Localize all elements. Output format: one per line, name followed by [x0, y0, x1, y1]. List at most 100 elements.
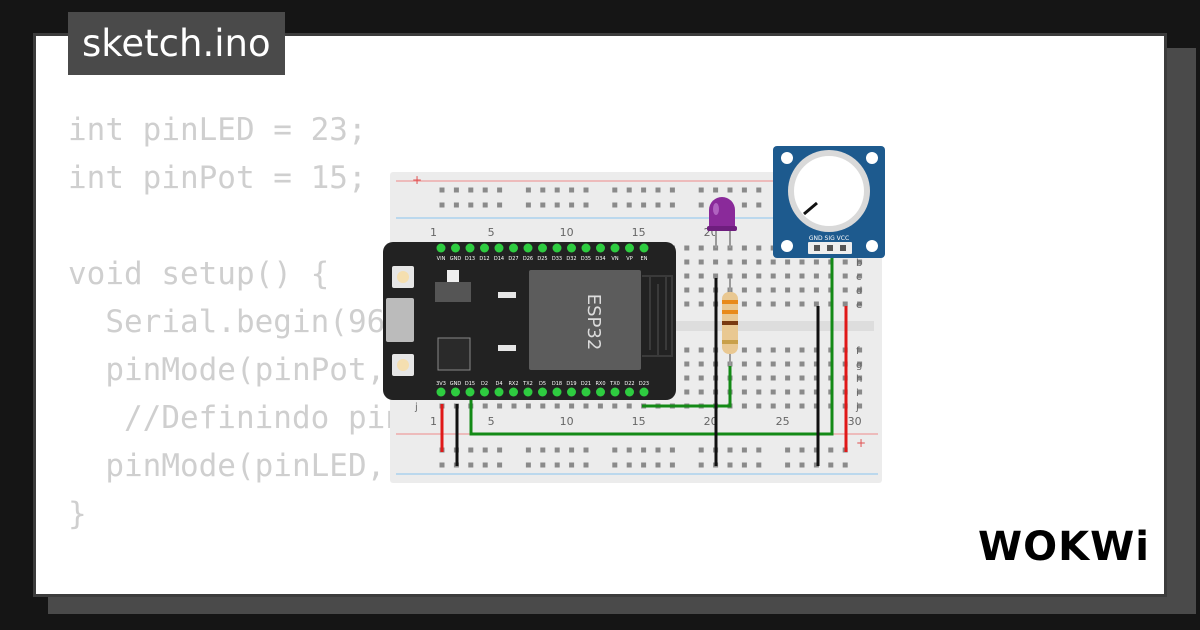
column-number: 10	[560, 226, 574, 239]
breadboard-hole	[770, 389, 776, 395]
breadboard-hole	[785, 389, 791, 395]
column-number: 5	[488, 415, 495, 428]
esp32-pin	[567, 243, 576, 253]
breadboard-hole	[741, 287, 747, 293]
breadboard-hole	[770, 347, 776, 353]
led[interactable]	[707, 197, 737, 248]
breadboard-hole	[511, 403, 517, 409]
breadboard-hole	[612, 447, 618, 453]
esp32-pin	[465, 243, 475, 253]
breadboard-hole	[770, 287, 776, 293]
wire-green-signal	[469, 250, 834, 436]
breadboard-hole	[641, 447, 647, 453]
breadboard-hole	[770, 361, 776, 367]
breadboard-hole	[713, 259, 719, 265]
breadboard-hole	[525, 187, 531, 193]
breadboard-hole	[756, 447, 762, 453]
breadboard-hole	[482, 187, 488, 193]
breadboard-hole	[785, 259, 791, 265]
breadboard-hole	[813, 375, 819, 381]
breadboard-hole	[482, 462, 488, 468]
breadboard-hole	[813, 347, 819, 353]
breadboard-hole	[698, 462, 704, 468]
breadboard-hole	[857, 301, 863, 307]
esp32-pin-label: D2	[481, 381, 488, 387]
rail-plus-icon: +	[856, 436, 866, 450]
breadboard-hole	[799, 301, 805, 307]
breadboard-hole	[439, 187, 445, 193]
breadboard-hole	[525, 403, 531, 409]
breadboard-hole	[684, 287, 690, 293]
usb-chip	[437, 337, 471, 371]
breadboard-hole	[785, 347, 791, 353]
breadboard-hole	[684, 273, 690, 279]
esp32-pin	[465, 387, 475, 397]
breadboard-hole	[799, 389, 805, 395]
breadboard-hole	[785, 301, 791, 307]
breadboard-hole	[641, 202, 647, 208]
esp32-pin	[480, 387, 489, 397]
file-tab[interactable]: sketch.ino	[68, 12, 285, 75]
breadboard-hole	[468, 462, 474, 468]
esp32-pin-label: RX2	[508, 381, 518, 387]
breadboard-hole	[770, 403, 776, 409]
esp32-pin-label: D14	[494, 256, 504, 262]
breadboard-hole	[727, 259, 733, 265]
breadboard-hole	[439, 462, 445, 468]
breadboard-hole	[540, 187, 546, 193]
esp32-pin	[494, 243, 504, 253]
breadboard-hole	[785, 287, 791, 293]
breadboard-hole	[857, 273, 863, 279]
breadboard-hole	[756, 375, 762, 381]
esp32-pin-label: D33	[552, 256, 562, 262]
resistor-band	[722, 310, 738, 314]
breadboard-hole	[626, 187, 632, 193]
row-letter: b	[856, 258, 862, 269]
usb-port[interactable]	[386, 298, 414, 342]
reset-button-cap	[397, 359, 409, 371]
breadboard-hole	[698, 389, 704, 395]
row-letter: i	[856, 388, 859, 399]
breadboard-hole	[698, 301, 704, 307]
breadboard-hole	[468, 447, 474, 453]
antenna-icon	[642, 275, 673, 357]
esp32-pin	[523, 387, 533, 397]
breadboard-hole	[453, 187, 459, 193]
breadboard-hole	[482, 403, 488, 409]
breadboard-hole	[713, 273, 719, 279]
breadboard-hole	[799, 259, 805, 265]
breadboard-hole	[684, 347, 690, 353]
breadboard-hole	[799, 447, 805, 453]
breadboard-hole	[770, 375, 776, 381]
breadboard-hole	[756, 389, 762, 395]
breadboard-hole	[698, 287, 704, 293]
breadboard-hole	[741, 245, 747, 251]
breadboard-hole	[554, 202, 560, 208]
knob-indicator	[803, 201, 818, 216]
breadboard-hole	[713, 187, 719, 193]
esp32-pin	[509, 387, 518, 397]
breadboard-hole	[842, 287, 848, 293]
breadboard-hole	[741, 361, 747, 367]
breadboard-hole	[554, 462, 560, 468]
breadboard-hole	[583, 202, 589, 208]
wires	[440, 250, 848, 466]
mount-hole-icon	[781, 240, 793, 252]
breadboard-hole	[497, 403, 503, 409]
resistor-band	[722, 340, 738, 344]
breadboard-hole	[655, 202, 661, 208]
esp32-pin-label: D32	[566, 256, 576, 262]
breadboard-hole	[756, 273, 762, 279]
breadboard-hole	[569, 403, 575, 409]
esp32-pin-label: D34	[595, 256, 605, 262]
potentiometer[interactable]: GND SIG VCC	[773, 146, 885, 258]
pot-pin	[814, 245, 820, 251]
potentiometer-knob[interactable]	[794, 156, 864, 226]
esp32-pin-label: VN	[611, 256, 618, 262]
breadboard-hole	[569, 447, 575, 453]
resistor[interactable]	[722, 278, 738, 366]
code-line: int pinLED = 23;	[68, 112, 367, 148]
breadboard-hole	[785, 403, 791, 409]
breadboard-hole	[756, 245, 762, 251]
